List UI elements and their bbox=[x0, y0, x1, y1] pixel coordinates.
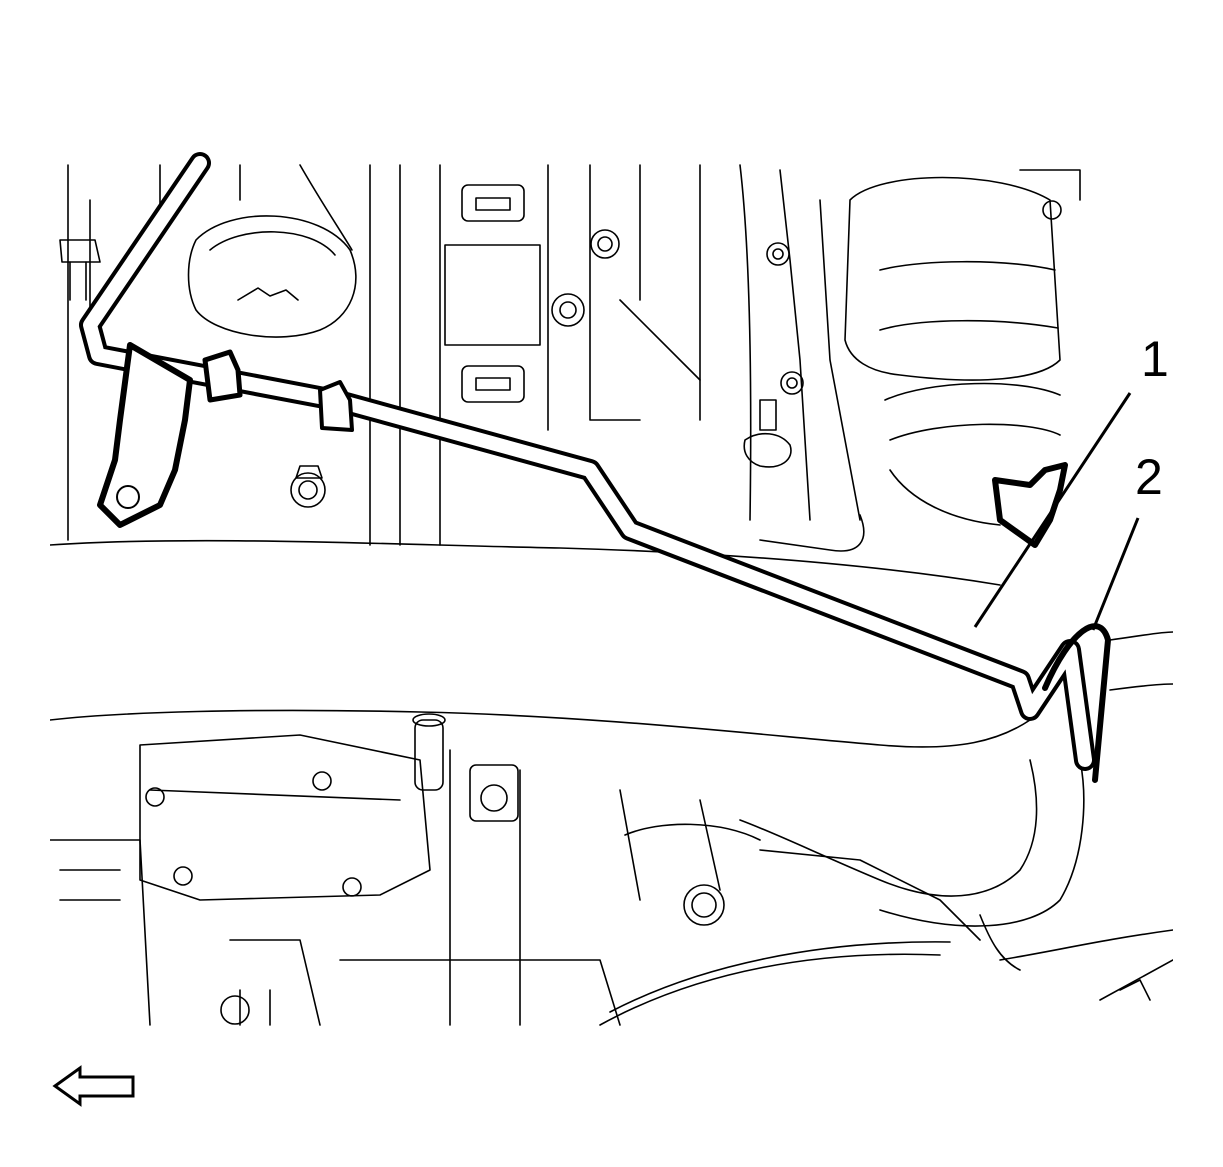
oil-cap bbox=[187, 215, 357, 338]
leader-line-1 bbox=[973, 392, 1132, 628]
left-arrow-icon bbox=[52, 1065, 135, 1107]
connector-upper bbox=[461, 184, 525, 222]
callout-label-2: 2 bbox=[1135, 449, 1163, 505]
engine-background-art bbox=[50, 164, 1173, 1026]
leader-line-2 bbox=[1091, 517, 1140, 631]
hose-bracket bbox=[97, 342, 193, 528]
intake-duct bbox=[844, 176, 1061, 381]
connector-lower bbox=[461, 365, 525, 403]
hose-clip bbox=[992, 462, 1068, 548]
callout-label-1: 1 bbox=[1141, 331, 1169, 387]
highlighted-hose bbox=[79, 152, 1111, 783]
